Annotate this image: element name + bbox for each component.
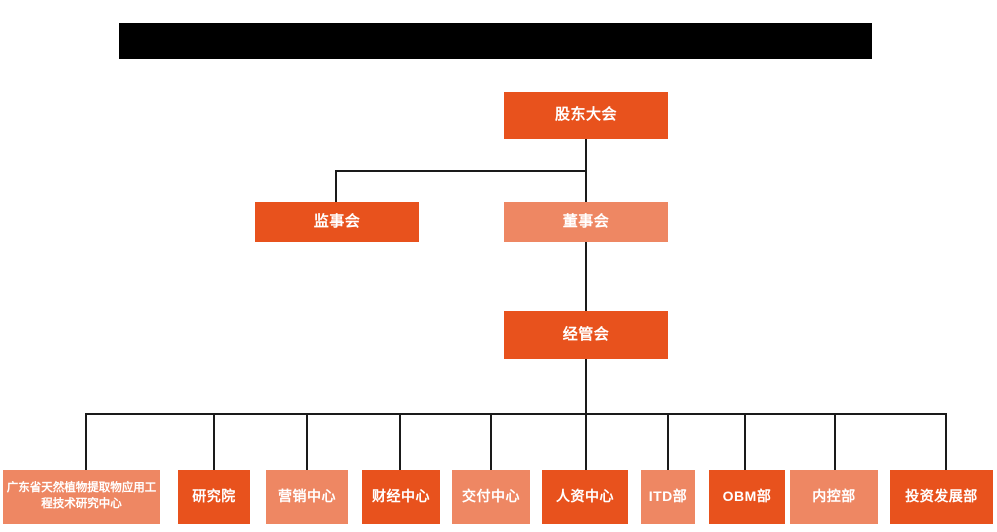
node-hr-center[interactable]: 人资中心 <box>542 470 628 524</box>
connector-to-delivery-center <box>490 413 492 470</box>
connector-management-down <box>585 359 587 414</box>
redacted-title-banner <box>119 23 872 59</box>
connector-l1-down <box>585 139 587 171</box>
node-guangdong-research-center[interactable]: 广东省天然植物提取物应用工程技术研究中心 <box>3 470 160 524</box>
connector-to-hr-center <box>585 413 587 470</box>
node-investment-development-department[interactable]: 投资发展部 <box>890 470 993 524</box>
connector-to-investment-development-department <box>945 413 947 470</box>
node-delivery-center[interactable]: 交付中心 <box>452 470 530 524</box>
node-shareholders-meeting[interactable]: 股东大会 <box>504 92 668 139</box>
node-research-institute[interactable]: 研究院 <box>178 470 250 524</box>
connector-l2-bus <box>335 170 587 172</box>
connector-to-finance-center <box>399 413 401 470</box>
connector-to-marketing-center <box>306 413 308 470</box>
connector-to-itd-department <box>667 413 669 470</box>
node-finance-center[interactable]: 财经中心 <box>362 470 440 524</box>
connector-to-board-of-directors <box>585 170 587 202</box>
node-obm-department[interactable]: OBM部 <box>709 470 785 524</box>
node-board-of-supervisors[interactable]: 监事会 <box>255 202 419 242</box>
connector-to-research-institute <box>213 413 215 470</box>
node-board-of-directors[interactable]: 董事会 <box>504 202 668 242</box>
node-marketing-center[interactable]: 营销中心 <box>266 470 348 524</box>
connector-board-to-management <box>585 241 587 311</box>
node-internal-control-department[interactable]: 内控部 <box>790 470 878 524</box>
node-management-committee[interactable]: 经管会 <box>504 311 668 359</box>
connector-to-obm-department <box>744 413 746 470</box>
node-itd-department[interactable]: ITD部 <box>641 470 695 524</box>
connector-to-internal-control-department <box>834 413 836 470</box>
connector-departments-bus <box>85 413 946 415</box>
connector-to-guangdong-research-center <box>85 413 87 470</box>
connector-to-board-of-supervisors <box>335 170 337 202</box>
